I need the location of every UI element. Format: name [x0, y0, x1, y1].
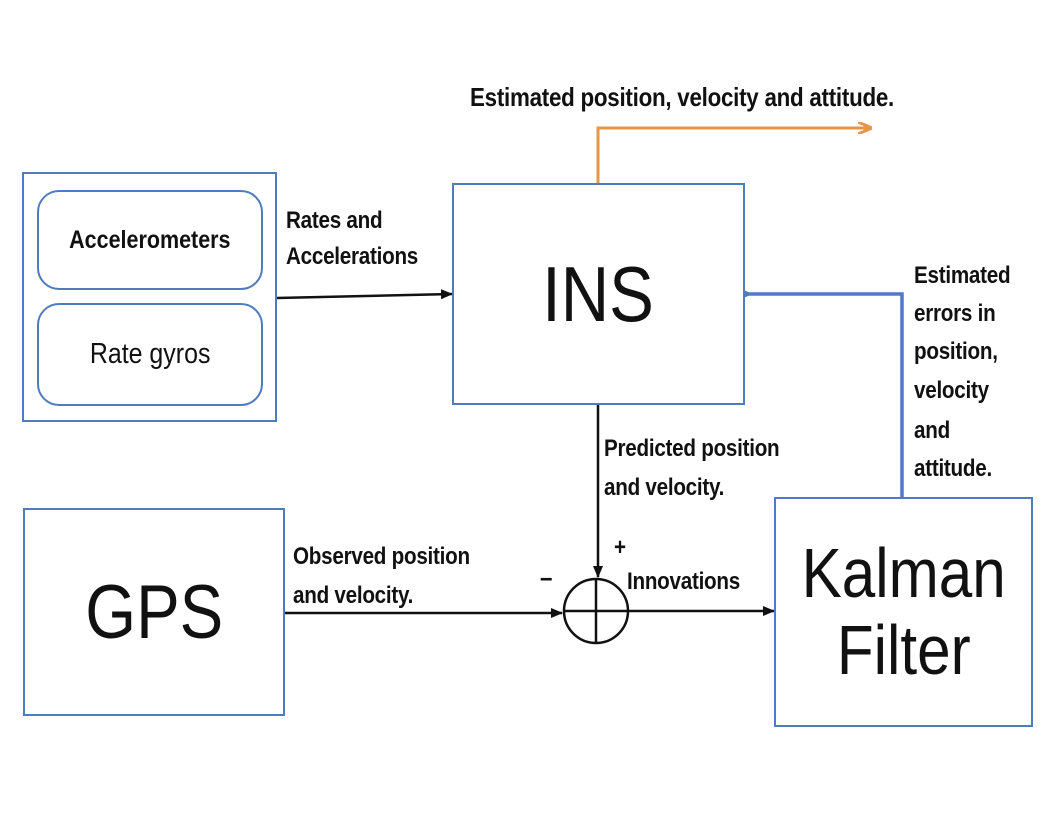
- summing-junction-icon: [562, 577, 630, 645]
- innovations-label: Innovations: [627, 568, 740, 595]
- estimated-errors-line1: Estimated: [914, 262, 1011, 289]
- estimated-errors-line2: errors in: [914, 300, 996, 327]
- gps-block: GPS: [23, 508, 285, 716]
- estimated-errors-line6: attitude.: [914, 455, 992, 482]
- rates-label-line2: Accelerations: [286, 243, 419, 270]
- observed-label-line1: Observed position: [293, 543, 470, 570]
- ins-block: INS: [452, 183, 745, 405]
- predicted-label-line2: and velocity.: [604, 474, 725, 501]
- minus-sign: –: [540, 562, 553, 592]
- kalman-label-line1: Kalman: [801, 534, 1006, 612]
- estimated-errors-line5: and: [914, 417, 950, 444]
- ins-label: INS: [542, 249, 655, 338]
- estimated-output-arrow: [596, 128, 870, 183]
- kalman-filter-block: Kalman Filter: [774, 497, 1033, 727]
- estimated-errors-line4: velocity: [914, 377, 989, 404]
- kalman-label-line2: Filter: [836, 611, 971, 689]
- observed-label-line2: and velocity.: [293, 582, 414, 609]
- accelerometers-block: Accelerometers: [37, 190, 263, 290]
- rates-label-line1: Rates and: [286, 207, 383, 234]
- rate-gyros-block: Rate gyros: [37, 303, 263, 406]
- accelerometers-label: Accelerometers: [69, 225, 231, 254]
- rates-arrow: [276, 289, 453, 300]
- estimated-errors-line3: position,: [914, 338, 998, 365]
- estimated-output-label: Estimated position, velocity and attitud…: [470, 82, 895, 112]
- plus-sign: +: [614, 534, 626, 561]
- predicted-label-line1: Predicted position: [604, 435, 780, 462]
- rate-gyros-label: Rate gyros: [89, 338, 211, 370]
- gps-label: GPS: [84, 569, 224, 655]
- feedback-arrow: [747, 294, 904, 497]
